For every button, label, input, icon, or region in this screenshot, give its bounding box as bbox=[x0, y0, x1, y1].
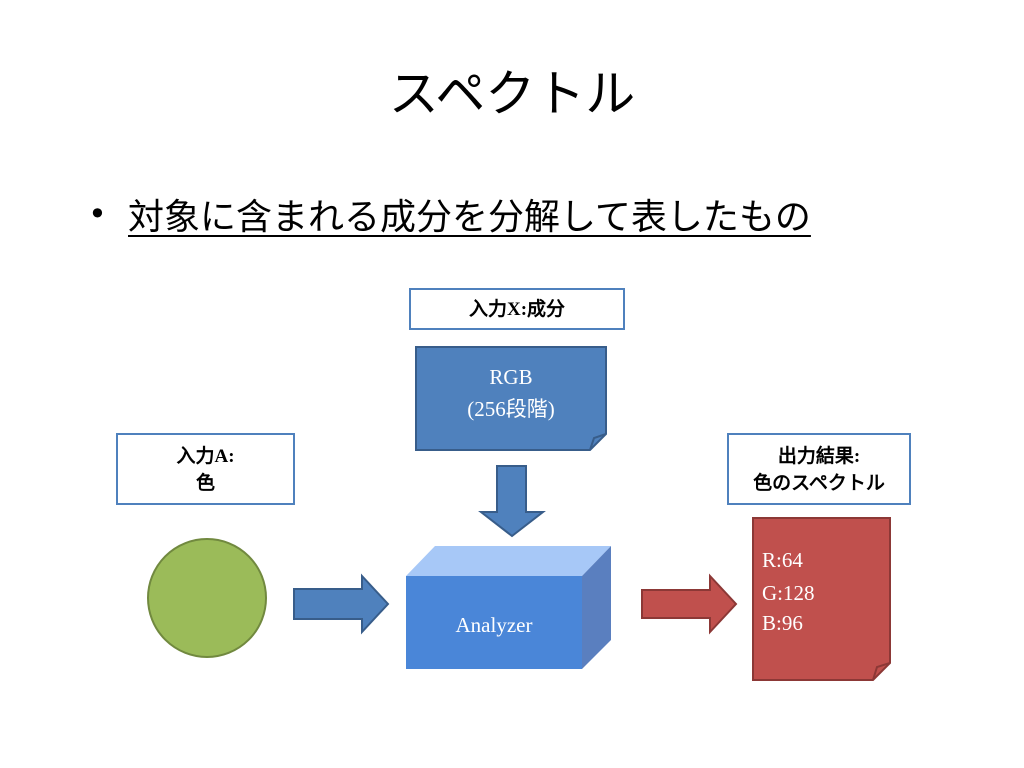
analyzer-cube-top bbox=[406, 546, 611, 576]
input-a-label-box: 入力A: 色 bbox=[116, 433, 295, 505]
output-result-box: R:64 G:128 B:96 bbox=[752, 517, 891, 681]
output-number-b: 96 bbox=[782, 611, 803, 635]
input-x-label-prefix: 入力 bbox=[468, 297, 507, 320]
analyzer-cube: Analyzer bbox=[406, 546, 611, 669]
bullet-dot: • bbox=[88, 195, 107, 233]
input-a-label-line2: 色 bbox=[195, 471, 215, 494]
input-x-label-letter: X bbox=[506, 298, 521, 320]
input-a-label-prefix: 入力 bbox=[176, 444, 215, 467]
output-value-r: R:64 bbox=[762, 548, 803, 572]
input-a-label-colon: : bbox=[228, 445, 235, 467]
output-label-box: 出力結果: 色のスペクトル bbox=[727, 433, 911, 505]
slide-title: スペクトル bbox=[388, 65, 636, 123]
output-label-line2: 色のスペクトル bbox=[753, 471, 885, 494]
rgb-box: RGB (256段階) bbox=[415, 346, 607, 451]
analyzer-label: Analyzer bbox=[456, 613, 533, 637]
output-document-shape bbox=[752, 517, 891, 681]
analyzer-cube-front bbox=[406, 576, 582, 669]
rgb-box-line1: RGB bbox=[489, 365, 532, 389]
analyzer-cube-side bbox=[582, 546, 611, 669]
input-a-label-line1: 入力A: bbox=[176, 443, 234, 470]
bullet-text: 対象に含まれる成分を分解して表したもの bbox=[128, 197, 811, 238]
output-number-r: 64 bbox=[782, 548, 804, 572]
arrow-right-icon bbox=[293, 573, 390, 635]
output-sep-r: : bbox=[776, 548, 782, 572]
output-number-g: 128 bbox=[783, 581, 815, 605]
rgb-box-line2: (256段階) bbox=[467, 397, 555, 421]
color-circle bbox=[147, 538, 267, 658]
rgb-document-fold bbox=[589, 433, 607, 451]
output-channel-g: G bbox=[762, 581, 777, 605]
output-sep-b: : bbox=[776, 611, 782, 635]
output-value-g: G:128 bbox=[762, 581, 815, 605]
output-label-main: 出力結果 bbox=[777, 444, 854, 467]
input-x-label-colon: : bbox=[520, 298, 528, 320]
output-value-b: B:96 bbox=[762, 611, 803, 635]
input-a-label-letter: A bbox=[214, 445, 229, 467]
output-sep-g: : bbox=[777, 581, 783, 605]
output-document-fold bbox=[872, 662, 891, 681]
input-x-label: 入力X:成分 bbox=[469, 296, 565, 323]
output-channel-r: R bbox=[762, 548, 776, 572]
bullet-item: • 対象に含まれる成分を分解して表したもの bbox=[88, 184, 811, 244]
input-x-label-box: 入力X:成分 bbox=[409, 288, 625, 330]
input-x-label-suffix: 成分 bbox=[527, 297, 566, 320]
output-label-line1: 出力結果: bbox=[778, 443, 860, 470]
arrow-down-icon bbox=[478, 465, 546, 538]
arrow-right-icon bbox=[641, 573, 738, 635]
output-channel-b: B bbox=[762, 611, 776, 635]
output-label-colon: : bbox=[853, 445, 861, 467]
rgb-document-shape bbox=[415, 346, 607, 451]
